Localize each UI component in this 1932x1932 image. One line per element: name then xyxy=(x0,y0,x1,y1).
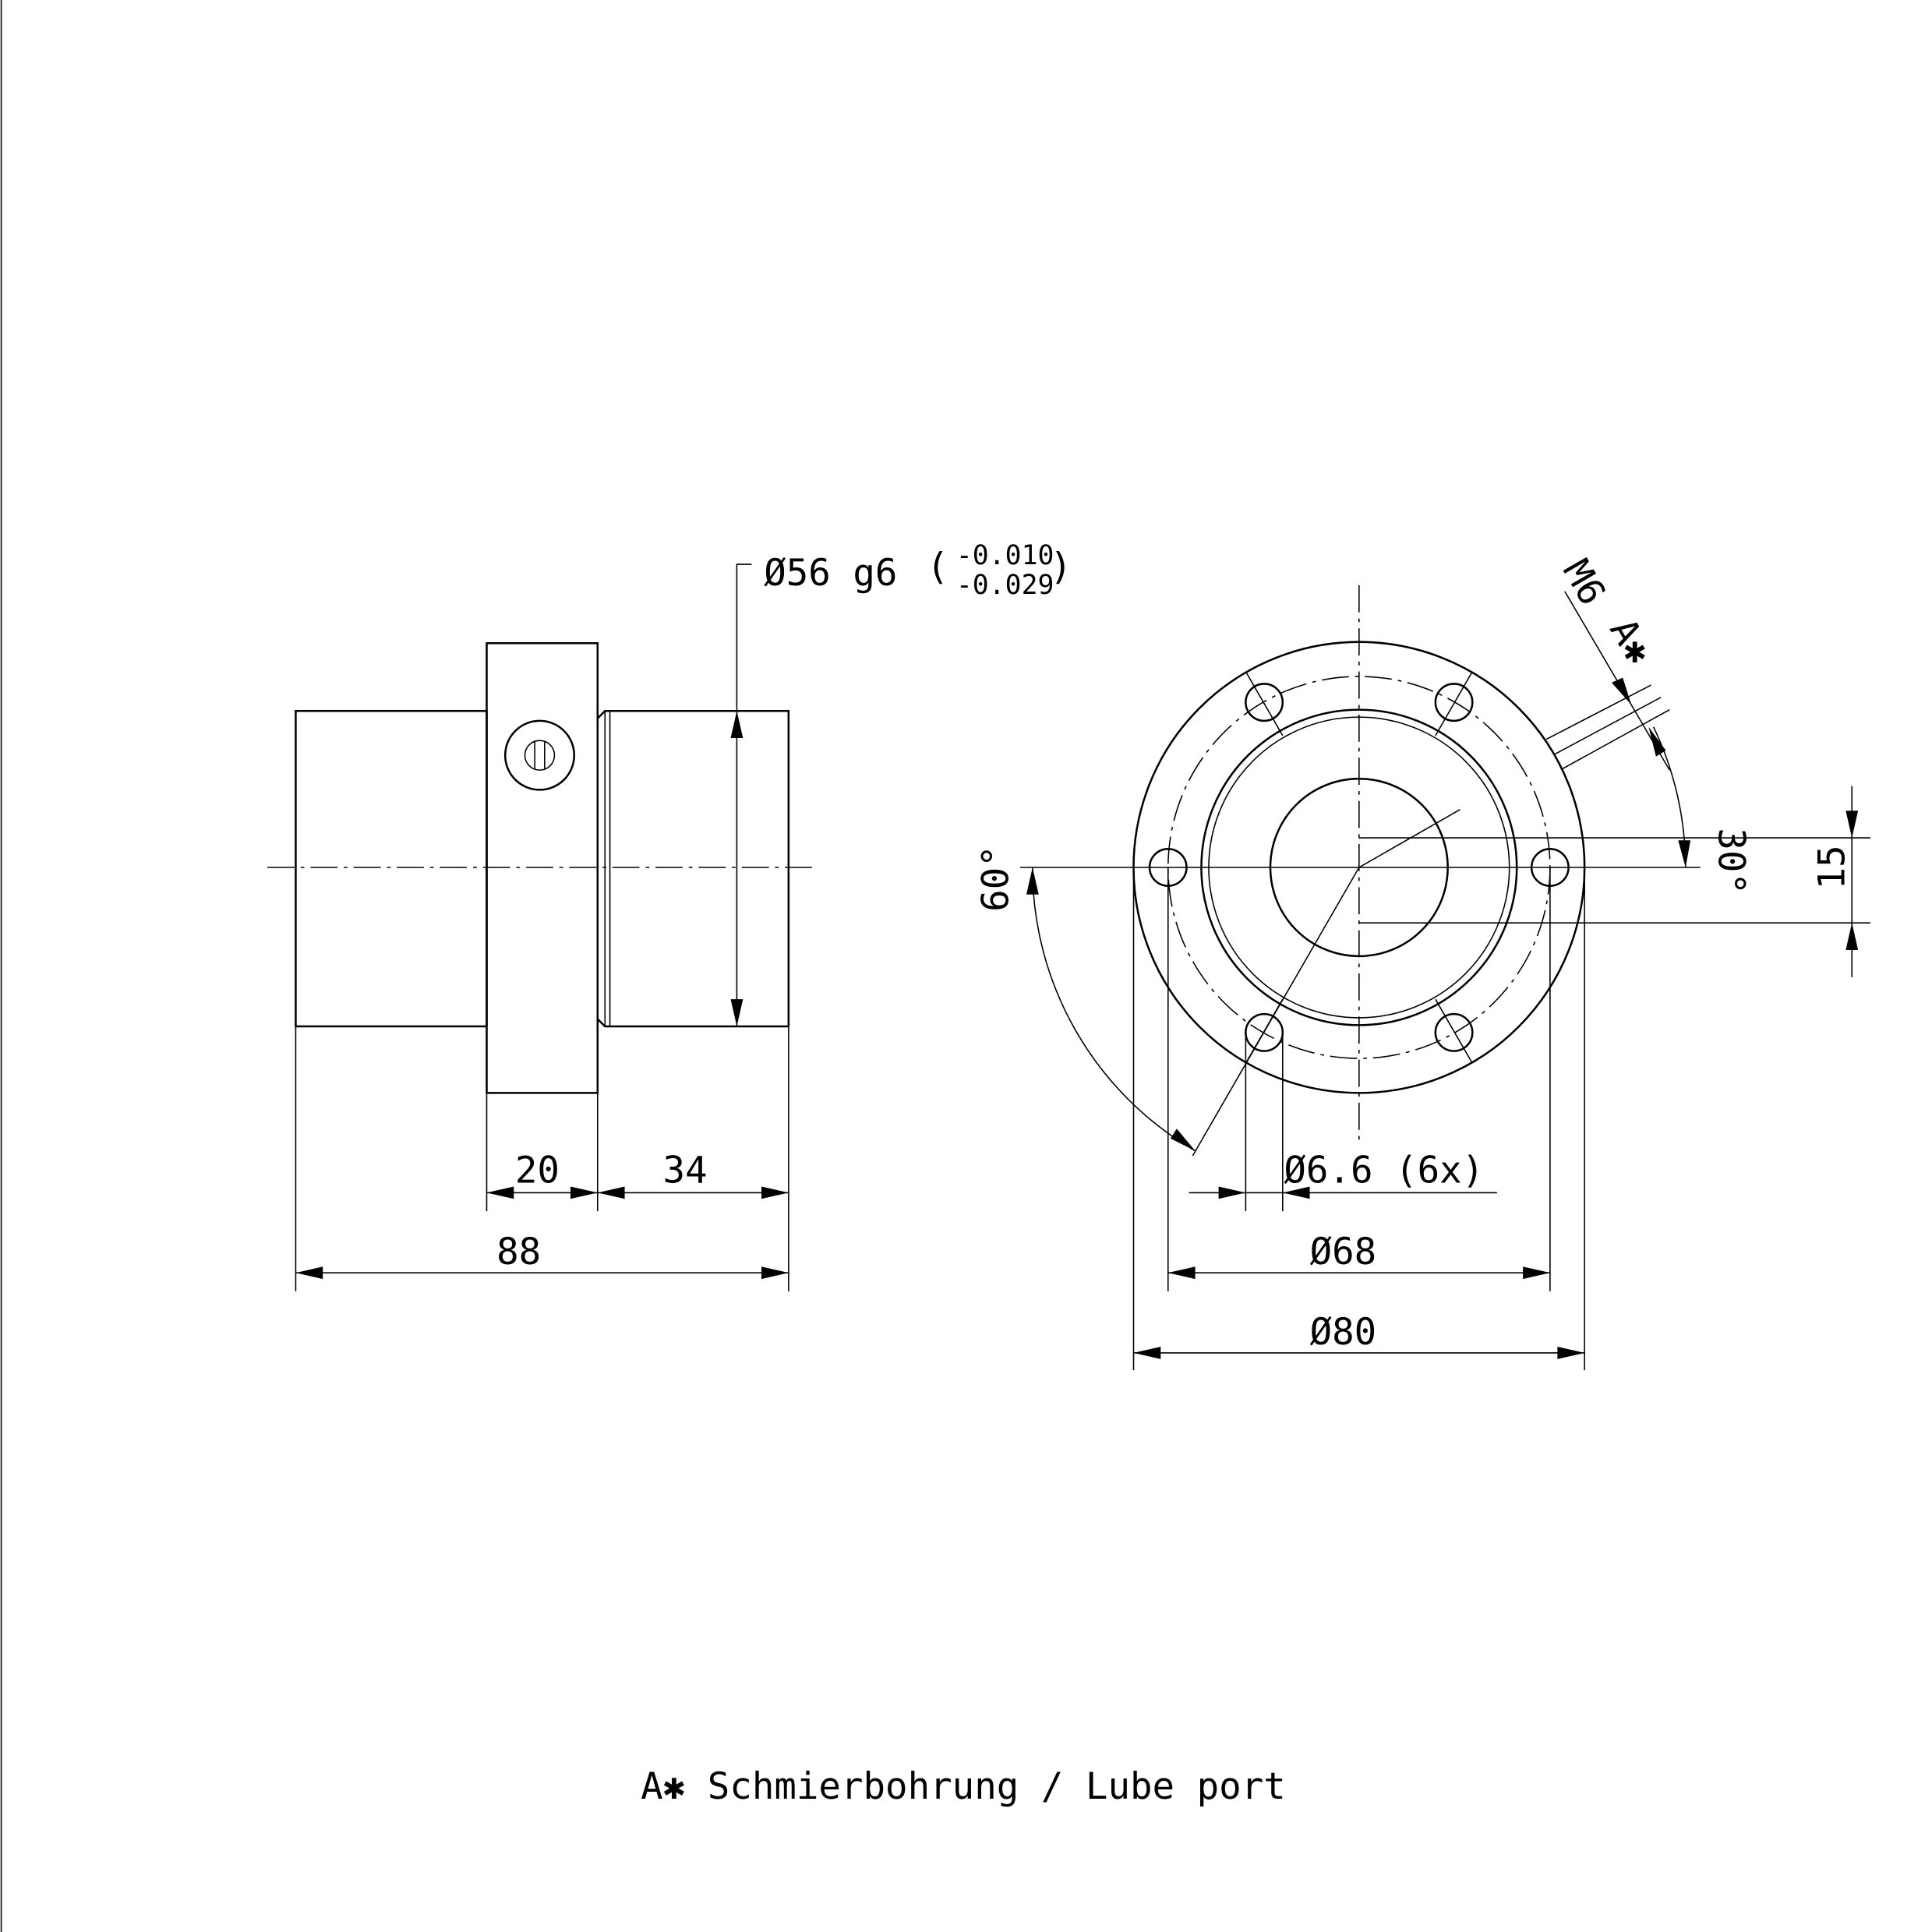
thread-m6-label: M6 xyxy=(1554,553,1613,613)
dim-34: 34 xyxy=(663,1150,708,1192)
angle-30: 30° xyxy=(1709,828,1752,895)
lube-marker: A✱ xyxy=(1601,612,1660,672)
side-view: Ø56 g6 ( -0.010 -0.029 ) 20 34 88 xyxy=(267,540,1072,1291)
hole-dia-label: Ø6.6 (6x) xyxy=(1284,1150,1484,1192)
spigot xyxy=(596,709,790,1028)
nut-body xyxy=(295,709,488,1028)
dim-20: 20 xyxy=(515,1150,560,1192)
svg-text:): ) xyxy=(1050,546,1072,588)
dia-56-label: Ø56 g6 xyxy=(764,552,897,595)
front-view: M6 A✱ 60° 30° 15 Ø6.6 (6x) Ø68 Ø80 xyxy=(974,553,1870,1371)
tol-upper: -0.010 xyxy=(956,540,1054,571)
outer-dia-label: Ø80 xyxy=(1310,1311,1377,1354)
svg-text:(: ( xyxy=(927,546,949,588)
dim-15: 15 xyxy=(1811,845,1854,889)
angle-60: 60° xyxy=(974,845,1017,912)
dim-88: 88 xyxy=(496,1231,541,1273)
lube-port-icon xyxy=(503,719,576,791)
pcd-label: Ø68 xyxy=(1310,1231,1377,1273)
tol-lower: -0.029 xyxy=(956,570,1054,601)
footer-note: A✱ Schmierbohrung / Lube port xyxy=(641,1765,1286,1808)
